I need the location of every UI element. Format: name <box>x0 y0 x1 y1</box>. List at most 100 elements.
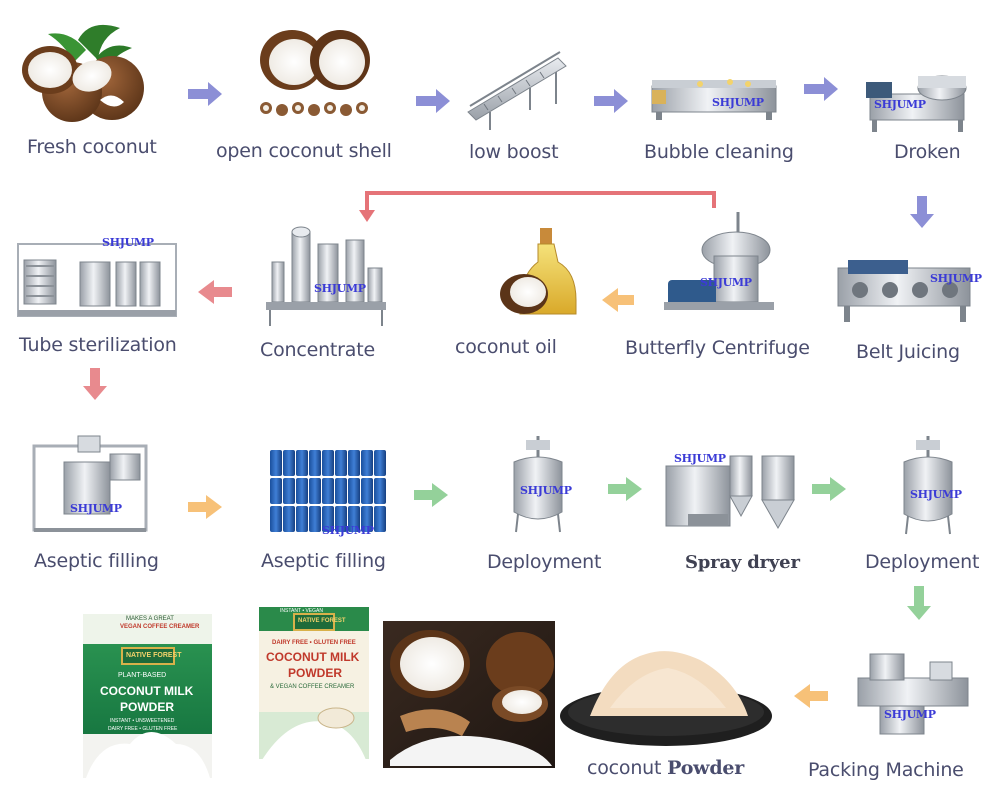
arrow-down-deploy <box>907 586 931 620</box>
deployment-tank-image-2 <box>903 436 953 535</box>
drum <box>374 450 386 476</box>
drum <box>361 450 373 476</box>
low-boost-conveyor-image <box>467 51 567 130</box>
label-aseptic-filling-1: Aseptic filling <box>34 550 159 572</box>
pkg2-title2: POWDER <box>288 666 342 680</box>
brand-belt: SHJUMP <box>930 272 982 285</box>
drum <box>335 478 347 504</box>
pkg1-top2: VEGAN COFFEE CREAMER <box>120 624 200 630</box>
arrow-2 <box>416 89 450 113</box>
drum <box>283 450 295 476</box>
drum <box>296 506 308 532</box>
aseptic-drums-image <box>270 450 386 532</box>
drum <box>361 478 373 504</box>
arrow-3 <box>594 89 628 113</box>
drum <box>283 506 295 532</box>
label-bubble-cleaning: Bubble cleaning <box>644 141 794 163</box>
arrow-4 <box>804 77 838 101</box>
label-open-coconut-shell: open coconut shell <box>216 140 392 162</box>
deployment-tank-image-1 <box>513 436 563 533</box>
coconut-oil-image <box>500 228 577 315</box>
label-deployment-2: Deployment <box>865 551 980 573</box>
drum <box>309 506 321 532</box>
brand-droken: SHJUMP <box>874 98 926 111</box>
label-coconut-powder-b: Powder <box>667 757 745 779</box>
coconut-powder-photo <box>383 621 555 768</box>
drum <box>348 450 360 476</box>
brand-spray: SHJUMP <box>674 452 726 465</box>
drum <box>322 478 334 504</box>
pkg1-logo: NATIVE FOREST <box>126 652 182 659</box>
pkg1-top: MAKES A GREAT <box>126 616 174 622</box>
arrow-down-droken <box>910 196 934 228</box>
label-packing-machine: Packing Machine <box>808 759 964 781</box>
pkg1-title1: COCONUT MILK <box>100 684 194 698</box>
drum <box>283 478 295 504</box>
coconut-powder-bowl-image <box>560 651 772 746</box>
brand-deploy-2: SHJUMP <box>910 488 962 501</box>
arrow-to-tube <box>198 280 232 304</box>
row2-arrows <box>83 280 634 400</box>
drum <box>270 450 282 476</box>
arrow-r3-3 <box>608 477 642 501</box>
brand-bubble: SHJUMP <box>712 96 764 109</box>
pkg2-logo: NATIVE FOREST <box>298 618 346 624</box>
product-package-2 <box>259 607 369 760</box>
concentrate-evaporator-image <box>266 226 386 326</box>
packing-machine-image <box>857 653 969 735</box>
drum <box>270 478 282 504</box>
brand-deploy-1: SHJUMP <box>520 484 572 497</box>
drum <box>296 478 308 504</box>
label-deployment-1: Deployment <box>487 551 602 573</box>
arrow-to-powder <box>794 684 828 708</box>
fresh-coconut-image <box>22 24 144 122</box>
return-line <box>359 191 716 222</box>
brand-drums: SHJUMP <box>322 524 374 537</box>
bubble-cleaning-machine-image <box>651 79 777 120</box>
row1-arrows <box>188 77 934 228</box>
label-fresh-coconut: Fresh coconut <box>27 136 157 158</box>
pkg1-sub: PLANT-BASED <box>118 672 167 679</box>
drum <box>348 478 360 504</box>
label-aseptic-filling-2: Aseptic filling <box>261 550 386 572</box>
pkg1-line2: DAIRY FREE • GLUTEN FREE <box>108 726 178 732</box>
droken-crusher-image <box>866 75 967 132</box>
drum <box>361 506 373 532</box>
arrow-to-oil <box>602 288 634 312</box>
drum <box>309 450 321 476</box>
butterfly-centrifuge-image <box>664 212 774 310</box>
pkg2-title1: COCONUT MILK <box>266 650 360 664</box>
drum <box>335 506 347 532</box>
arrow-down-tube <box>83 368 107 400</box>
brand-concentrate: SHJUMP <box>314 282 366 295</box>
pkg2-line1: & VEGAN COFFEE CREAMER <box>270 684 355 690</box>
pkg2-sub: DAIRY FREE • GLUTEN FREE <box>272 640 356 646</box>
arrow-r3-4 <box>812 477 846 501</box>
label-concentrate: Concentrate <box>260 339 375 361</box>
brand-tube: SHJUMP <box>102 236 154 249</box>
tube-sterilization-machine-image <box>17 243 177 317</box>
drum <box>335 450 347 476</box>
drum <box>270 506 282 532</box>
drum <box>296 450 308 476</box>
label-low-boost: low boost <box>469 141 559 163</box>
aseptic-filling-machine-image <box>32 435 148 532</box>
spray-dryer-image <box>665 455 795 530</box>
arrow-1 <box>188 82 222 106</box>
pkg1-title2: POWDER <box>120 700 174 714</box>
brand-aseptic: SHJUMP <box>70 502 122 515</box>
open-coconut-shell-image <box>260 30 370 116</box>
row3-arrows <box>188 477 931 708</box>
belt-juicing-press-image <box>837 260 971 322</box>
brand-packing: SHJUMP <box>884 708 936 721</box>
drum <box>348 506 360 532</box>
label-belt-juicing: Belt Juicing <box>856 341 960 363</box>
label-coconut-oil: coconut oil <box>455 336 557 358</box>
brand-centrifuge: SHJUMP <box>700 276 752 289</box>
label-butterfly-centrifuge: Butterfly Centrifuge <box>625 337 810 359</box>
pkg2-top: INSTANT • VEGAN <box>280 608 323 614</box>
drum <box>374 478 386 504</box>
drum <box>374 506 386 532</box>
label-coconut-powder: coconut Powder <box>587 757 744 779</box>
label-coconut-powder-a: coconut <box>587 757 668 779</box>
